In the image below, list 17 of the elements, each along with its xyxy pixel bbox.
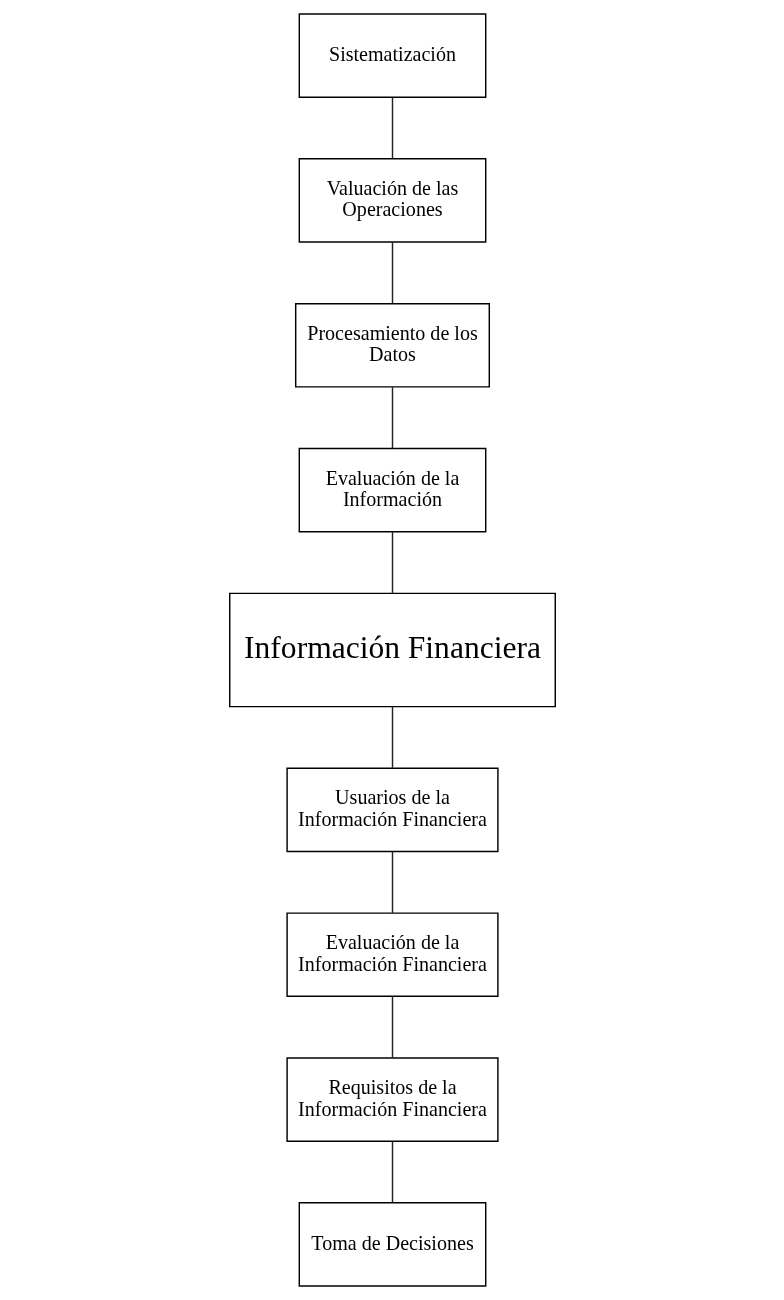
node-box: Usuarios de la Información Financiera <box>285 767 499 853</box>
connector <box>391 96 393 160</box>
connector <box>391 1140 393 1204</box>
connector <box>391 706 393 769</box>
node-box: Evaluación de la Información Financiera <box>285 912 499 998</box>
node-box: Valuación de las Operaciones <box>298 158 486 243</box>
connector <box>391 241 393 305</box>
connector <box>391 530 393 594</box>
node-box: Sistematización <box>298 13 486 98</box>
connector <box>391 995 393 1059</box>
connector <box>391 386 393 449</box>
node-box: Requisitos de la Información Financiera <box>285 1057 499 1142</box>
connector <box>391 851 393 914</box>
node-box: Información Financiera <box>228 592 556 708</box>
node-box: Procesamiento de los Datos <box>294 302 490 388</box>
node-box: Toma de Decisiones <box>298 1202 486 1287</box>
node-box: Evaluación de la Información <box>298 447 486 533</box>
